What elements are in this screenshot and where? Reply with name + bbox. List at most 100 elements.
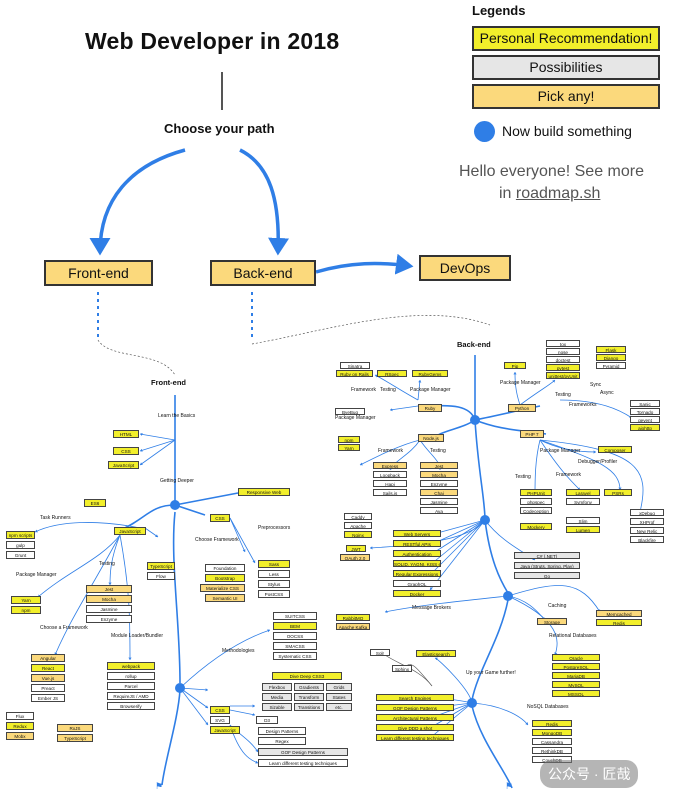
be-node-ava: Ava: [420, 507, 458, 514]
fe-node-design-patterns: Design Patterns: [258, 727, 306, 735]
be-node-csharp: C# (.NET): [514, 552, 580, 559]
fe-node-grunt: Grunt: [6, 551, 35, 559]
be-node-tornado: Tornado: [630, 408, 660, 415]
fe-node-smacss: SMACSS: [273, 642, 317, 650]
be-node-python: Python: [508, 404, 536, 412]
be-label-sync: Sync: [590, 382, 602, 388]
be-node-oracle: Oracle: [552, 654, 600, 661]
fe-node-bem: BEM: [273, 622, 317, 630]
fe-label-frameworks: Choose a Framework: [40, 625, 88, 631]
fe-label-task-runners: Task Runners: [40, 515, 71, 521]
be-node-lumen: Lumen: [566, 526, 600, 533]
be-node-symfony: Symfony: [566, 498, 600, 505]
be-node-mockery: Mockery: [520, 523, 552, 530]
fe-node-yarn: Yarn: [11, 596, 41, 604]
be-node-doctest: doctest: [546, 356, 580, 363]
fe-node-d3: D3: [256, 716, 278, 724]
be-node-jasmine: Jasmine: [420, 498, 458, 505]
be-node-codeception: Codeception: [520, 507, 552, 514]
be-label-relational: Relational Databases: [549, 633, 597, 639]
fe-node-grids: Grids: [326, 683, 352, 691]
legend-pick-any: Pick any!: [472, 84, 660, 109]
legend-build-dot-icon: [474, 121, 495, 142]
fe-node-typescript: TypeScript: [147, 562, 175, 570]
be-node-storage: Storage: [537, 618, 567, 625]
fe-node-deepdive: Dive Deep CSS3: [272, 672, 342, 680]
fe-node-vuejs: Vue.js: [31, 674, 65, 682]
fe-node-bootstrap: Bootstrap: [205, 574, 245, 582]
be-label-node-framework: Framework: [378, 448, 404, 454]
fe-node-rxjs: RxJS: [57, 724, 93, 732]
be-node-nose: nose: [546, 348, 580, 355]
be-label-async: Async: [600, 390, 614, 396]
be-node-yarn: Yarn: [338, 444, 360, 451]
be-node-pytest: pytest: [546, 364, 580, 371]
be-node-mongodb: MongoDB: [532, 729, 572, 736]
be-label-php-testing: Testing: [515, 474, 531, 480]
be-node-nginx: Nginx: [344, 531, 372, 538]
be-label-up-game: Up your Game further!: [466, 670, 516, 676]
fe-node-html: HTML: [113, 430, 139, 438]
fe-node-regex: Regex: [258, 737, 306, 745]
legend-personal-recommendation: Personal Recommendation!: [472, 26, 660, 51]
be-node-elasticsearch: Elasticsearch: [416, 650, 456, 657]
be-node-mocha: Mocha: [420, 471, 458, 478]
be-node-phpunit: PHPUnit: [520, 489, 552, 496]
be-node-mssql: MSSQL: [552, 690, 600, 697]
be-node-django: Django: [596, 354, 626, 361]
be-node-nodejs: Node.js: [418, 434, 444, 442]
legend-title: Legends: [472, 3, 526, 18]
frontend-path-box: Front-end: [44, 260, 153, 286]
hello-text-line2: in roadmap.sh: [499, 185, 600, 203]
be-label-ruby-testing: Testing: [380, 387, 396, 393]
be-node-redis-cache: Redis: [596, 619, 642, 626]
fe-node-postcss: PostCSS: [258, 590, 290, 598]
fe-node-preact: Preact: [31, 684, 65, 692]
be-node-regex: Regular Expressions: [393, 570, 441, 577]
be-node-testing-tech: Learn different testing techniques: [376, 734, 454, 741]
be-node-mysql: MySQL: [552, 681, 600, 688]
frontend-map-header: Front-end: [151, 378, 186, 387]
fe-node-gradients: Gradients: [294, 683, 324, 691]
fe-node-oocss: OOCSS: [273, 632, 317, 640]
be-node-express: Express: [373, 462, 407, 469]
hello-text: Hello everyone! See more: [459, 163, 644, 180]
legend-build-label: Now build something: [502, 123, 632, 139]
be-node-pyramid: Pyramid: [596, 362, 626, 369]
fe-node-css-3: CSS: [210, 706, 230, 714]
fe-node-ember: Ember JS: [31, 694, 65, 702]
page-title: Web Developer in 2018: [85, 28, 340, 54]
be-node-xhprof: XHProf: [630, 518, 664, 525]
fe-node-transitions: Transitions: [294, 703, 324, 711]
fe-node-redux: Redux: [6, 722, 34, 730]
be-node-java: Java (Struts, Spring, Play): [514, 562, 580, 569]
fe-node-es6: ES6: [84, 499, 106, 507]
fe-node-jasmine: Jasmine: [86, 605, 132, 613]
fe-node-enzyme: Enzyme: [86, 615, 132, 623]
be-node-graphql: GraphQL: [393, 580, 441, 587]
choose-path-label: Choose your path: [164, 121, 275, 136]
be-hub-dot-4-icon: [467, 698, 477, 708]
be-label-node-testing: Testing: [430, 448, 446, 454]
be-node-flask: Flask: [596, 346, 626, 353]
be-node-unittest: unittest/pyUnit: [546, 372, 580, 379]
be-node-ruby: Ruby: [418, 404, 442, 412]
fe-label-basics: Learn the Basics: [158, 413, 196, 419]
fe-label-testing: Testing: [99, 561, 115, 567]
be-label-ruby-pkg: Package Manager: [410, 387, 451, 393]
fe-node-sizable: Sizable: [262, 703, 292, 711]
roadmap-link[interactable]: roadmap.sh: [515, 185, 601, 202]
legend-possibilities: Possibilities: [472, 55, 660, 80]
be-node-rubygems: RubyGems: [412, 370, 448, 377]
be-node-sailsjs: Sails.js: [373, 489, 407, 496]
be-label-nosql: NoSQL Databases: [527, 704, 569, 710]
be-node-auth: Authentication: [393, 550, 441, 557]
be-label-debugger: Debugger/Profiler: [578, 459, 618, 465]
be-hub-dot-3-icon: [503, 591, 513, 601]
be-label-python-testing: Testing: [555, 392, 571, 398]
be-node-npm: npm: [338, 436, 360, 443]
fe-node-javascript: JavaScript: [108, 461, 139, 469]
be-node-rubyonrails: Ruby on Rails: [336, 370, 373, 377]
fe-node-less: Less: [258, 570, 290, 578]
fe-hub-dot-icon: [170, 500, 180, 510]
